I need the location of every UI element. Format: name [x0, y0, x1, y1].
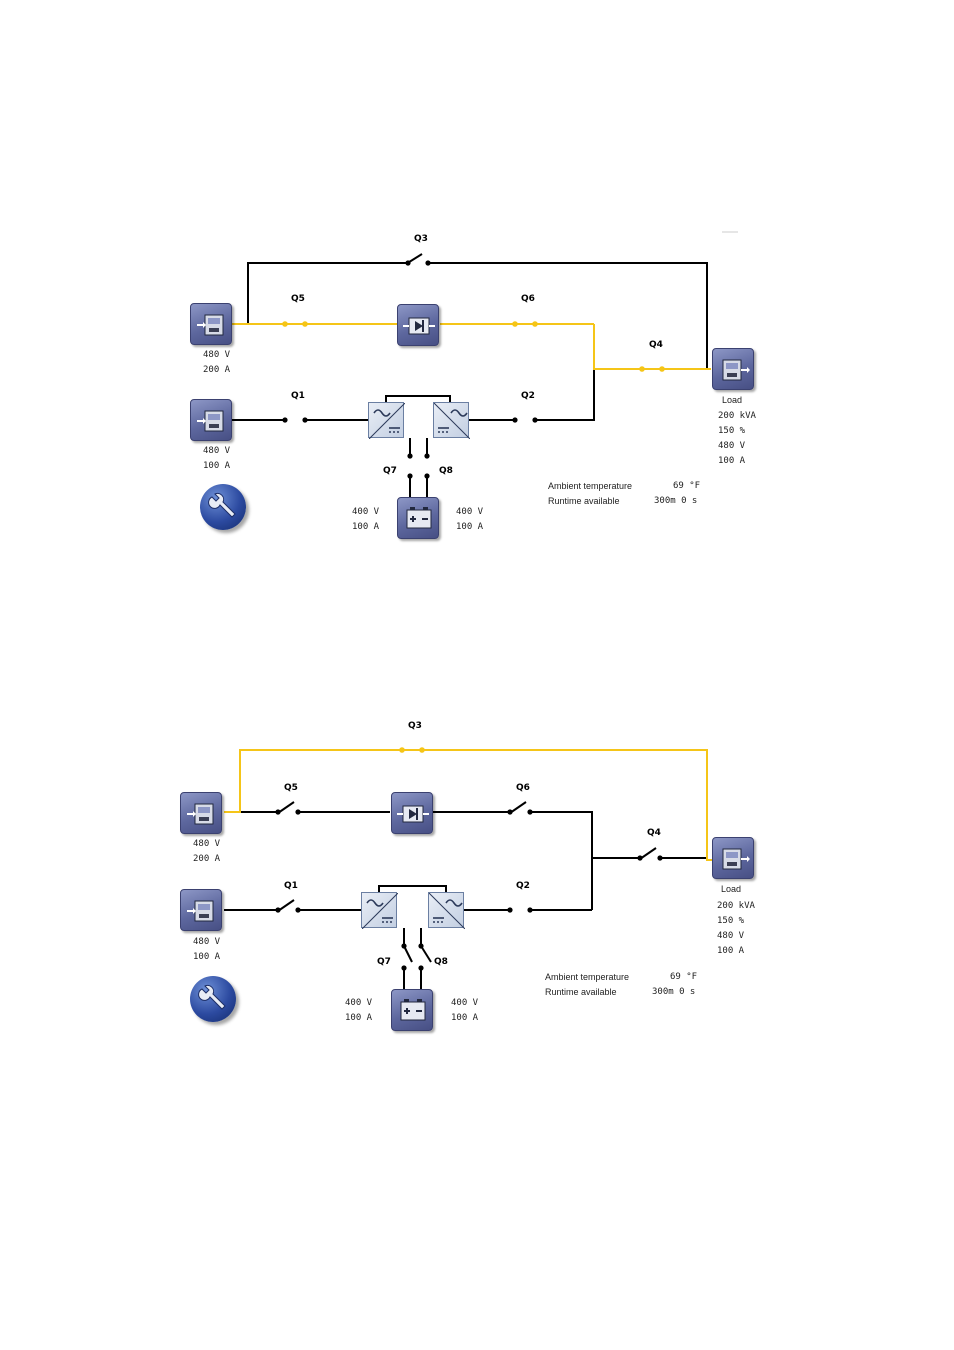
switch-q6-label: Q6 — [516, 783, 530, 793]
load-current: 100 A — [717, 946, 745, 956]
switch-q5-label: Q5 — [291, 294, 305, 304]
battery-right-voltage: 400 V — [451, 998, 479, 1008]
switch-q4-label: Q4 — [647, 828, 661, 838]
battery-right-readings: 400 V 100 A — [451, 996, 478, 1026]
battery-right-readings: 400 V 100 A — [456, 505, 483, 535]
mains-source-readings: 480 V 100 A — [203, 444, 230, 474]
battery-left-voltage: 400 V — [352, 507, 380, 517]
battery-right-current: 100 A — [456, 522, 484, 532]
load-button[interactable] — [712, 348, 754, 390]
switch-q7-label: Q7 — [377, 957, 391, 967]
environment-panel: Ambient temperature 69 °F Runtime availab… — [545, 970, 697, 1000]
switch-q5-label: Q5 — [284, 783, 298, 793]
switch-q1-label: Q1 — [284, 881, 298, 891]
load-percent: 150 % — [717, 916, 745, 926]
mains-current: 100 A — [193, 952, 221, 962]
diagram-static-bypass: Q3 Q5 Q6 Q4 Q1 Q2 Q7 Q8 480 V 200 A 480 … — [0, 220, 954, 580]
bypass-voltage: 480 V — [193, 839, 221, 849]
static-switch-button[interactable] — [391, 792, 433, 834]
mains-current: 100 A — [203, 461, 231, 471]
switch-q7-label: Q7 — [383, 466, 397, 476]
load-label: Load — [722, 395, 743, 405]
switch-q2-label: Q2 — [521, 391, 535, 401]
wrench-icon — [208, 492, 236, 518]
bypass-source-button[interactable] — [190, 303, 232, 345]
ambient-temperature-label: Ambient temperature — [548, 481, 633, 491]
runtime-label: Runtime available — [545, 987, 617, 997]
diagram-maintenance-bypass: Q3 Q5 Q6 Q4 Q1 Q2 Q7 Q8 480 V 200 A 480 … — [0, 710, 954, 1070]
wiring-2 — [224, 747, 712, 990]
mains-source-readings: 480 V 100 A — [193, 935, 220, 965]
battery-left-voltage: 400 V — [345, 998, 373, 1008]
load-power: 200 kVA — [717, 901, 755, 911]
bypass-source-readings: 480 V 200 A — [203, 348, 230, 378]
inverter-icon — [434, 403, 470, 439]
bypass-current: 200 A — [193, 854, 221, 864]
wiring-1 — [232, 231, 738, 498]
switch-q6-label: Q6 — [521, 294, 535, 304]
static-switch-icon — [403, 317, 435, 335]
maintenance-button[interactable] — [200, 484, 246, 530]
battery-icon — [400, 999, 426, 1021]
bypass-voltage: 480 V — [203, 350, 231, 360]
rectifier-icon — [369, 403, 405, 439]
inverter[interactable] — [433, 402, 470, 439]
rectifier[interactable] — [368, 402, 405, 439]
switch-q8-label: Q8 — [439, 466, 453, 476]
inverter-icon — [429, 893, 465, 929]
load-voltage: 480 V — [717, 931, 745, 941]
mains-source-button[interactable] — [180, 889, 222, 931]
ups-module-icon — [197, 410, 224, 432]
runtime-value: 300m 0 s — [654, 496, 698, 506]
load-percent: 150 % — [718, 426, 746, 436]
runtime-value: 300m 0 s — [652, 987, 696, 997]
ambient-temperature-value: 69 °F — [670, 972, 698, 982]
ups-module-icon — [187, 900, 214, 922]
maintenance-button[interactable] — [190, 976, 236, 1022]
battery-right-current: 100 A — [451, 1013, 479, 1023]
battery-right-voltage: 400 V — [456, 507, 484, 517]
load-button[interactable] — [712, 837, 754, 879]
switch-q1-label: Q1 — [291, 391, 305, 401]
load-readings: 200 kVA 150 % 480 V 100 A — [717, 899, 755, 959]
load-icon — [722, 359, 750, 381]
ambient-temperature-value: 69 °F — [673, 481, 701, 491]
environment-panel: Ambient temperature 69 °F Runtime availab… — [548, 479, 700, 509]
rectifier-icon — [362, 893, 398, 929]
ups-module-icon — [187, 803, 214, 825]
switch-q3-label: Q3 — [408, 721, 422, 731]
bypass-source-button[interactable] — [180, 792, 222, 834]
runtime-label: Runtime available — [548, 496, 620, 506]
battery-button[interactable] — [391, 989, 433, 1031]
ups-module-icon — [197, 314, 224, 336]
battery-left-readings: 400 V 100 A — [345, 996, 372, 1026]
load-power: 200 kVA — [718, 411, 756, 421]
static-switch-button[interactable] — [397, 304, 439, 346]
battery-icon — [406, 507, 432, 529]
switch-q3-label: Q3 — [414, 234, 428, 244]
static-switch-icon — [397, 805, 429, 823]
load-readings: 200 kVA 150 % 480 V 100 A — [718, 409, 756, 469]
bypass-current: 200 A — [203, 365, 231, 375]
wrench-icon — [198, 984, 226, 1010]
switch-q2-label: Q2 — [516, 881, 530, 891]
battery-left-readings: 400 V 100 A — [352, 505, 379, 535]
rectifier[interactable] — [361, 892, 398, 929]
battery-left-current: 100 A — [345, 1013, 373, 1023]
load-current: 100 A — [718, 456, 746, 466]
load-label: Load — [721, 884, 742, 894]
switch-q8-label: Q8 — [434, 957, 448, 967]
mains-source-button[interactable] — [190, 399, 232, 441]
inverter[interactable] — [428, 892, 465, 929]
bypass-source-readings: 480 V 200 A — [193, 837, 220, 867]
load-voltage: 480 V — [718, 441, 746, 451]
mains-voltage: 480 V — [203, 446, 231, 456]
switch-q4-label: Q4 — [649, 340, 663, 350]
battery-left-current: 100 A — [352, 522, 380, 532]
battery-button[interactable] — [397, 497, 439, 539]
mains-voltage: 480 V — [193, 937, 221, 947]
ambient-temperature-label: Ambient temperature — [545, 972, 630, 982]
load-icon — [722, 848, 750, 870]
